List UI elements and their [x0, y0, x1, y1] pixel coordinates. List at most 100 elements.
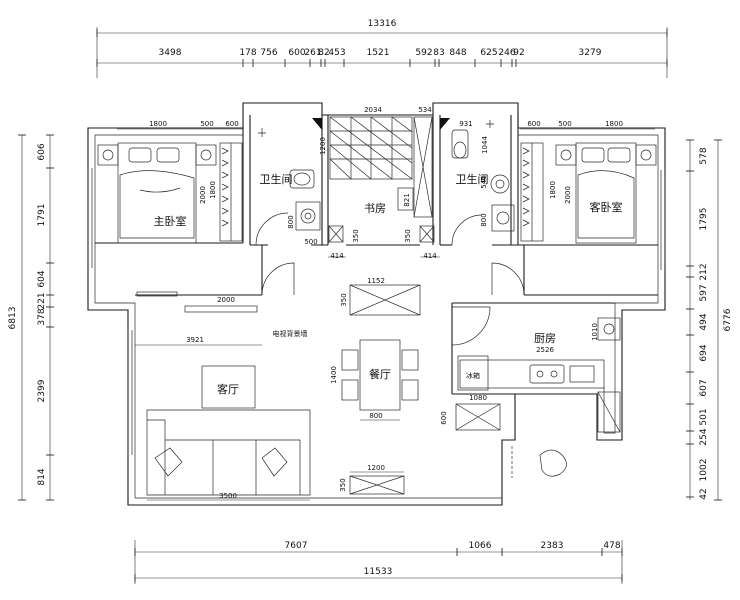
- dim-bath2-top: 1044: [481, 136, 489, 154]
- dim-inner: 931: [459, 120, 472, 128]
- dim-right-seg: 501: [699, 408, 709, 425]
- dim-left-seg: 606: [37, 143, 47, 160]
- dim-guest-wardrobe-v: 1800: [549, 181, 557, 199]
- dim-top-seg: 3279: [579, 48, 602, 58]
- dim-shoe-cabinet: 1200: [367, 464, 385, 472]
- dim-top-seg: 3498: [159, 48, 182, 58]
- dim-bath1-bottom: 500: [304, 238, 317, 246]
- dim-sofa: 3500: [219, 492, 237, 500]
- dim-right-seg: 212: [699, 263, 709, 280]
- dim-left-seg: 2399: [37, 379, 47, 402]
- dim-left-seg: 378: [37, 308, 47, 325]
- dim-top-seg: 756: [260, 48, 277, 58]
- dim-master-wardrobe-v: 1800: [209, 181, 217, 199]
- dim-living-width: 3921: [186, 336, 204, 344]
- dim-right-seg: 597: [699, 284, 709, 301]
- dim-inner: 500: [200, 120, 213, 128]
- dim-top-seg: 600: [288, 48, 305, 58]
- dim-bottom-seg: 1066: [469, 541, 492, 551]
- dim-left-seg: 221: [37, 292, 47, 309]
- dim-fridge-block: 1080: [469, 394, 487, 402]
- dim-dining-table-h: 800: [369, 412, 382, 420]
- dim-right-seg: 42: [699, 488, 709, 499]
- room-label-dining-room: 餐厅: [369, 367, 391, 381]
- dim-top-seg: 848: [449, 48, 466, 58]
- dim-right-seg: 607: [699, 379, 709, 396]
- dim-right-seg: 1795: [699, 208, 709, 231]
- dim-right-seg: 694: [699, 344, 709, 361]
- dim-study-821: 821: [403, 193, 411, 206]
- dim-bottom-total: 11533: [364, 567, 393, 577]
- dim-kitchen-width: 2526: [536, 346, 554, 354]
- dim-study-350a: 350: [352, 229, 360, 242]
- dim-right-total: 6776: [723, 308, 733, 331]
- room-label-kitchen: 厨房: [534, 332, 556, 345]
- left-dimension-lines: [18, 134, 54, 501]
- dim-left-seg: 814: [37, 468, 47, 485]
- windows: [87, 168, 666, 455]
- dim-right-seg: 578: [699, 147, 709, 164]
- dim-bath2-540: 540: [480, 175, 488, 188]
- dim-inner: 600: [225, 120, 238, 128]
- room-label-guest-bedroom: 客卧室: [590, 200, 623, 214]
- dining-furniture: 1152 350 1400 800 1200 350: [330, 277, 421, 495]
- dim-right-seg: 494: [699, 313, 709, 330]
- dim-inner: 1800: [605, 120, 623, 128]
- dim-top-seg: 625: [480, 48, 497, 58]
- dim-tv-wall: 2000: [217, 296, 235, 304]
- dim-study-414a: 414: [330, 252, 344, 260]
- dim-top-seg: 261: [304, 48, 321, 58]
- room-label-bathroom-right: 卫生间: [456, 172, 489, 186]
- dim-top-seg: 246: [498, 48, 515, 58]
- dim-inner: 534: [418, 106, 432, 114]
- dim-top-seg: 592: [415, 48, 432, 58]
- left-bathroom-fixtures: 1200 800 500: [255, 118, 327, 246]
- dim-bottom-seg: 2383: [541, 541, 564, 551]
- dim-top-seg: 453: [328, 48, 345, 58]
- top-dimension-lines: [96, 27, 668, 78]
- right-bathroom-fixtures: 931 1044 540 800: [440, 118, 515, 246]
- right-dimension-lines: [686, 139, 722, 501]
- dim-top-seg: 82: [318, 48, 329, 58]
- room-label-living-room: 客厅: [217, 382, 239, 396]
- study-fixtures: 2034 534 414 414 350 350 821: [328, 106, 440, 260]
- dim-study-414b: 414: [423, 252, 437, 260]
- room-label-study: 书房: [364, 202, 386, 215]
- label-tv-wall: 电视背景墙: [273, 329, 308, 338]
- dim-left-seg: 604: [37, 270, 47, 287]
- dim-top-seg: 83: [433, 48, 444, 58]
- dim-left-seg: 1791: [37, 204, 47, 227]
- dim-bath1-side: 800: [287, 215, 295, 228]
- dim-master-bed-v: 2000: [199, 186, 207, 204]
- dim-top-seg: 1521: [367, 48, 390, 58]
- doors: [261, 262, 525, 346]
- dim-inner: 2034: [364, 106, 382, 114]
- dim-dining-table-v: 1400: [330, 366, 338, 384]
- living-room-furniture: 2000 3921 电视背景墙 3500: [135, 291, 311, 501]
- dim-top-total: 13316: [368, 19, 397, 29]
- guest-bedroom-furniture: 600 500 1800 1800 2000: [520, 120, 657, 244]
- walls: [87, 102, 666, 506]
- dim-shoe-depth: 350: [339, 478, 347, 491]
- kitchen-fixtures: 2526 1010 1080 600: [440, 317, 621, 478]
- dim-bottom-seg: 478: [603, 541, 620, 551]
- dim-hall-cabinet: 1152: [367, 277, 385, 285]
- dim-hall-cabinet-depth: 350: [340, 293, 348, 306]
- dim-kitchen-side: 1010: [591, 323, 599, 341]
- bottom-dimension-lines: [134, 540, 623, 584]
- dim-top-seg: 178: [239, 48, 256, 58]
- dim-fridge-depth: 600: [440, 411, 448, 424]
- dim-right-seg: 254: [699, 428, 709, 445]
- dim-study-350b: 350: [404, 229, 412, 242]
- dim-inner: 500: [558, 120, 571, 128]
- room-label-master-bedroom: 主卧室: [154, 214, 187, 228]
- label-fridge: 冰箱: [466, 371, 480, 380]
- dim-guest-bed-v: 2000: [564, 186, 572, 204]
- dim-inner: 600: [527, 120, 540, 128]
- dim-bath2-side: 800: [480, 213, 488, 226]
- room-label-bathroom-left: 卫生间: [260, 172, 293, 186]
- dim-bottom-seg: 7607: [285, 541, 308, 551]
- dim-bath1-top: 1200: [319, 137, 327, 155]
- dim-right-seg: 1002: [699, 459, 709, 482]
